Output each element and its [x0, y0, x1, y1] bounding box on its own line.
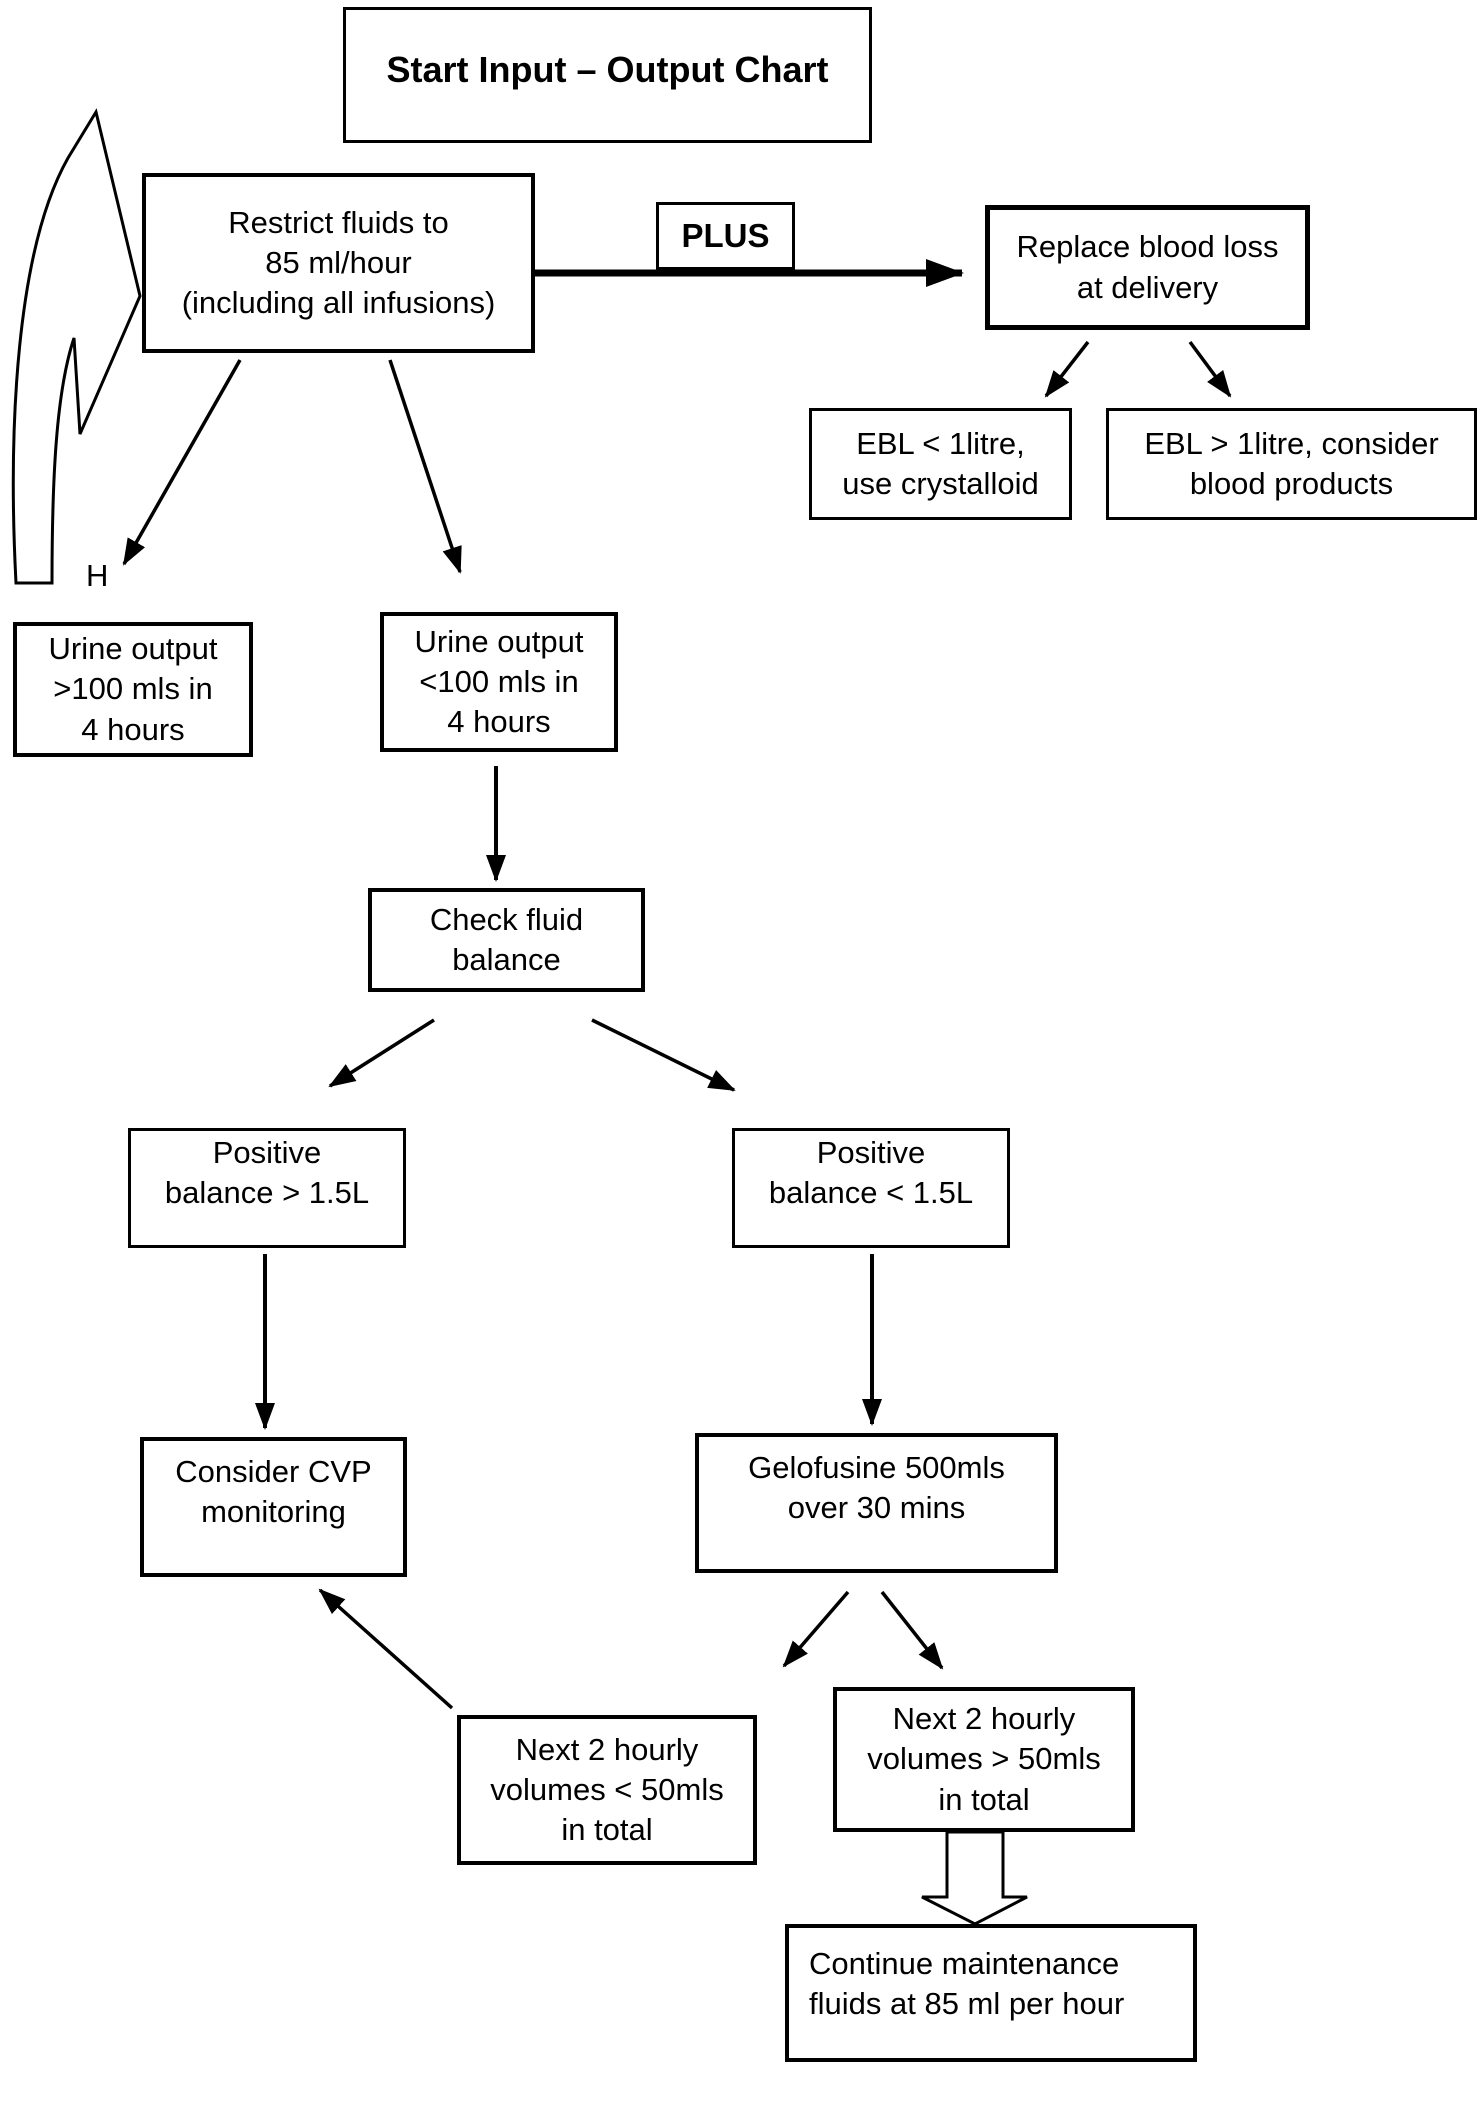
arrow-replace-to-ebl-more — [1188, 340, 1232, 398]
urine-output-low-box: Urine output <100 mls in 4 hours — [380, 612, 618, 752]
arrow-next-low-to-cvp — [318, 1588, 454, 1710]
replace-blood-loss-box: Replace blood loss at delivery — [985, 205, 1310, 330]
arrow-restrict-to-urine-low — [388, 359, 462, 574]
gelofusine-box: Gelofusine 500mls over 30 mins — [695, 1433, 1058, 1573]
arrow-check-to-pos-high — [328, 1018, 435, 1088]
curved-entry-arrow-icon — [11, 108, 142, 585]
block-down-arrow-icon — [921, 1830, 1028, 1926]
positive-balance-low-box: Positive balance < 1.5L — [732, 1128, 1010, 1248]
next-volumes-high-box: Next 2 hourly volumes > 50mls in total — [833, 1687, 1135, 1832]
urine-output-high-box: Urine output >100 mls in 4 hours — [13, 622, 253, 757]
title-box: Start Input – Output Chart — [343, 7, 872, 143]
plus-box: PLUS — [656, 202, 795, 270]
arrow-restrict-to-urine-high — [122, 359, 242, 566]
arrow-gelofusine-to-next-high — [880, 1590, 944, 1670]
continue-maintenance-box: Continue maintenance fluids at 85 ml per… — [785, 1924, 1197, 2062]
next-volumes-low-box: Next 2 hourly volumes < 50mls in total — [457, 1715, 757, 1865]
arrow-replace-to-ebl-less — [1044, 340, 1090, 398]
h-label: H — [86, 558, 109, 593]
check-fluid-balance-box: Check fluid balance — [368, 888, 645, 992]
arrow-check-to-pos-low — [591, 1018, 736, 1092]
ebl-more-box: EBL > 1litre, consider blood products — [1106, 408, 1477, 520]
restrict-fluids-box: Restrict fluids to 85 ml/hour (including… — [142, 173, 535, 353]
arrow-gelofusine-to-next-low — [782, 1590, 850, 1668]
consider-cvp-box: Consider CVP monitoring — [140, 1437, 407, 1577]
ebl-less-box: EBL < 1litre, use crystalloid — [809, 408, 1072, 520]
positive-balance-high-box: Positive balance > 1.5L — [128, 1128, 406, 1248]
